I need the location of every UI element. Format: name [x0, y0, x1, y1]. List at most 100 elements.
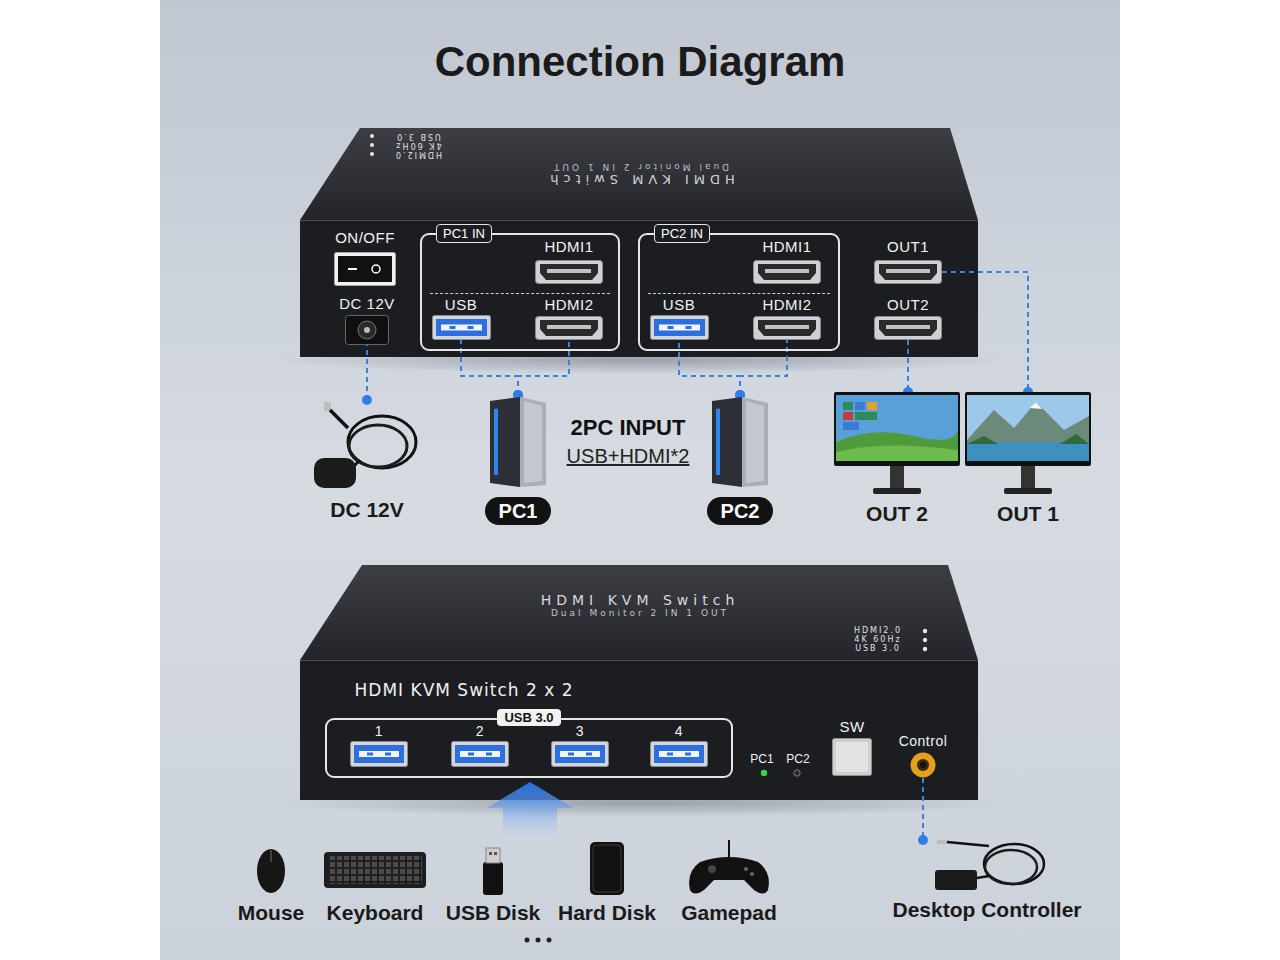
svg-rect	[886, 269, 930, 273]
node-label: HDMI2	[762, 297, 811, 313]
port-group: USB 3.01234	[325, 718, 733, 778]
svg-rect	[367, 753, 373, 756]
hdmi-port-icon	[753, 316, 821, 340]
free-label: USB 3.0	[395, 132, 441, 140]
usb-port	[432, 315, 491, 340]
svg-rect	[348, 268, 357, 270]
svg-ellipse	[257, 849, 285, 893]
svg-rect	[324, 402, 331, 411]
port-node: 1	[350, 723, 408, 767]
svg-rect	[593, 845, 621, 892]
svg-rect	[855, 402, 865, 410]
svg-rect	[875, 317, 942, 340]
svg-ellipse	[348, 416, 416, 468]
svg-rect	[555, 745, 605, 763]
usb-port-icon	[350, 741, 408, 767]
svg-rect	[452, 742, 509, 767]
diagram-title: Connection Diagram	[0, 41, 1280, 83]
svg-circle	[547, 938, 552, 943]
free-label: 4K 60Hz	[394, 141, 441, 149]
svg-rect	[432, 316, 490, 340]
button-port-icon	[832, 738, 872, 776]
device-node: OUT 2	[833, 392, 961, 526]
node-label: ON/OFF	[335, 230, 395, 246]
svg-rect	[855, 412, 877, 420]
svg-polygon	[879, 320, 937, 336]
node-label: PC2 IN	[654, 224, 710, 243]
node-label: DC 12V	[339, 296, 395, 312]
usb-port-icon	[451, 741, 509, 767]
svg-rect	[754, 261, 821, 284]
hdmi-port-icon	[535, 316, 603, 340]
svg-rect	[890, 466, 904, 488]
svg-rect	[965, 392, 1091, 466]
port-group: PC2 INHDMI1USBHDMI2	[638, 233, 840, 351]
free-label: PC1	[750, 753, 773, 765]
svg-rect	[467, 326, 473, 329]
svg-circle	[370, 143, 374, 147]
hdmi-port	[753, 316, 821, 340]
dashed-connector	[461, 340, 518, 395]
free-label: Keyboard	[327, 902, 424, 923]
svg-rect	[455, 745, 505, 763]
node-label: USB	[663, 297, 695, 313]
svg-rect	[346, 316, 389, 345]
svg-rect	[486, 848, 500, 863]
svg-rect	[843, 402, 853, 410]
pc-picture	[480, 395, 556, 489]
port-node: 2	[451, 723, 509, 767]
port-node: USB	[650, 297, 709, 340]
svg-line	[300, 220, 978, 221]
dashed-connector	[740, 340, 787, 395]
free-label: HDMI KVM Switch	[541, 593, 740, 607]
port-node: 4	[650, 723, 708, 767]
group-divider	[430, 293, 610, 294]
svg-rect	[385, 753, 391, 756]
svg-circle	[364, 327, 370, 333]
ctrl-picture	[889, 840, 1085, 892]
free-label: Dual Monitor 2 IN 1 OUT	[551, 609, 729, 618]
free-label: HDMI KVM Switch 2 x 2	[355, 682, 574, 699]
svg-rect	[651, 742, 708, 767]
button-port	[832, 738, 872, 776]
free-label: USB+HDMI*2	[567, 446, 690, 466]
free-label: Mouse	[238, 902, 305, 923]
node-label: HDMI1	[544, 239, 593, 255]
hdmi-port	[535, 316, 603, 340]
svg-rect	[494, 852, 497, 855]
svg-rect	[1021, 466, 1035, 488]
svg-polygon	[758, 320, 816, 336]
node-label: OUT2	[887, 297, 929, 313]
node-label: Control	[899, 733, 948, 749]
usb-port	[451, 741, 509, 767]
node-label: USB 3.0	[497, 709, 560, 726]
node-label: OUT 1	[997, 502, 1059, 526]
svg-rect	[489, 852, 492, 855]
svg-ellipse	[985, 850, 1037, 884]
free-label: HDMI2.0	[854, 627, 902, 635]
svg-circle	[708, 865, 716, 873]
svg-circle	[920, 762, 926, 768]
device-node: PC1	[480, 395, 556, 525]
port-node: ON/OFF	[334, 230, 396, 286]
port-node: SW	[832, 719, 872, 776]
free-label: PC2	[786, 753, 809, 765]
svg-rect	[338, 256, 392, 282]
free-label: HDMI2.0	[394, 150, 442, 158]
svg-rect	[833, 739, 872, 776]
svg-polygon	[1060, 434, 1089, 444]
mon1-picture	[964, 392, 1092, 498]
svg-rect	[937, 840, 947, 844]
free-label: Hard Disk	[558, 902, 656, 923]
top-device	[270, 128, 1010, 374]
svg-circle	[372, 265, 380, 273]
usb-port-icon	[650, 741, 708, 767]
svg-rect	[586, 753, 592, 756]
svg-rect	[836, 742, 868, 772]
usb-port	[650, 741, 708, 767]
svg-circle	[744, 867, 748, 871]
svg-rect	[486, 753, 492, 756]
node-label: PC1 IN	[436, 224, 492, 243]
